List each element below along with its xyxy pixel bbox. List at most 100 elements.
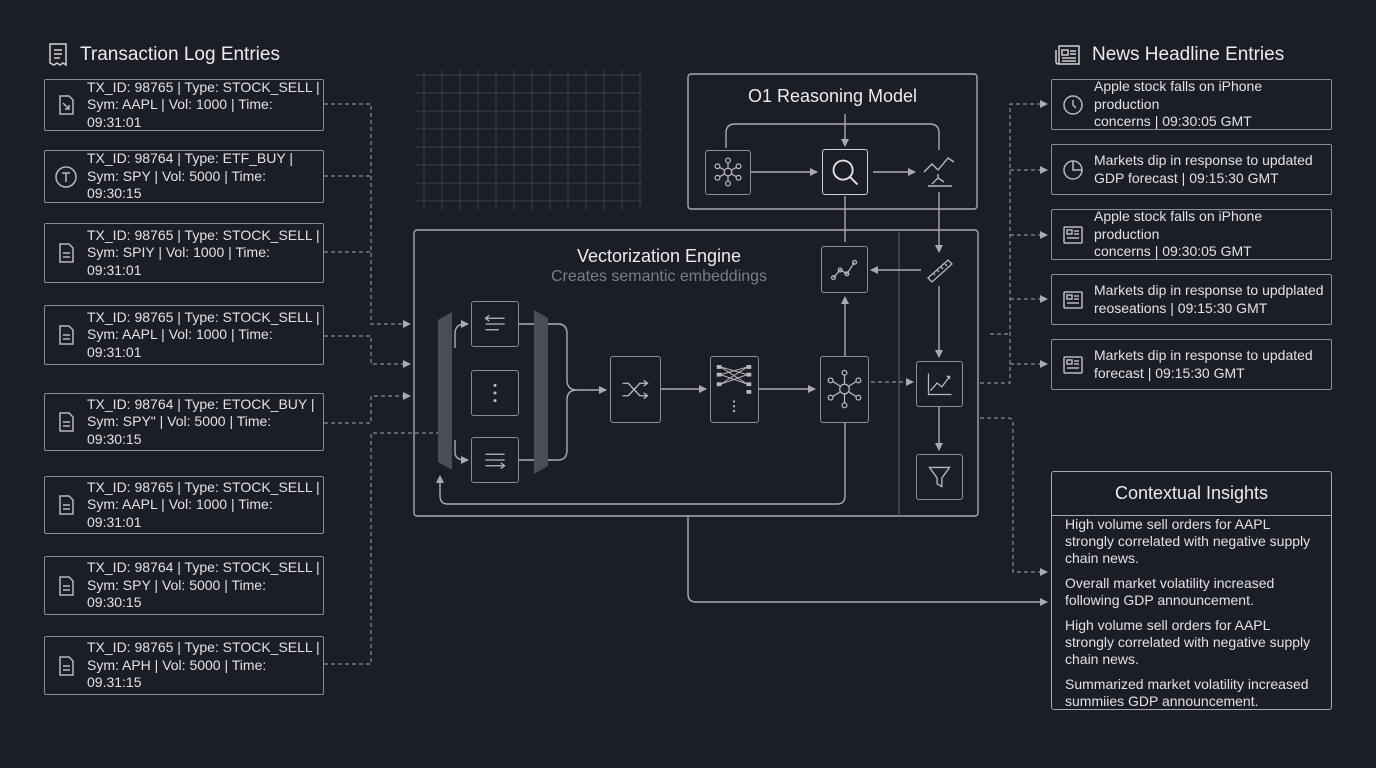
network-icon — [714, 157, 742, 187]
more-vertical-icon — [493, 383, 497, 403]
transaction-line-2: Sym: SPIY | Vol: 1000 | Time: 09:31:01 — [87, 244, 270, 278]
transaction-line-2: Sym: SPY | Vol: 5000 | Time: 09:30:15 — [87, 167, 266, 202]
transaction-line-2: Sym: AAPL | Vol: 1000 | Time: 09:31:01 — [87, 326, 273, 360]
search-icon — [832, 159, 859, 186]
pie-chart-icon — [1063, 159, 1083, 180]
hub-network-icon — [827, 369, 862, 409]
transaction-entry[interactable]: TX_ID: 98765 | Type: STOCK_SELL |Sym: AA… — [44, 476, 324, 534]
transaction-entry[interactable]: TX_ID: 98764 | Type: ETOCK_BUY |Sym: SPY… — [44, 393, 324, 451]
transaction-entry[interactable]: TX_ID: 98765 | Type: STOCK_SELL |Sym: AP… — [44, 636, 324, 695]
transaction-links — [324, 103, 445, 665]
news-links — [980, 100, 1048, 576]
transaction-line-1: TX_ID: 98765 | Type: STOCK_SELL | — [87, 478, 320, 495]
scatter-chart-icon — [830, 259, 858, 281]
insights-title: Contextual Insights — [1052, 472, 1331, 516]
contextual-insights-panel: Contextual Insights High volume sell ord… — [1051, 471, 1332, 710]
insight-item: High volume sell orders for AAPL strongl… — [1065, 516, 1311, 566]
reasoning-flows — [725, 114, 943, 253]
insight-item: High volume sell orders for AAPL strongl… — [1065, 617, 1311, 667]
network-node[interactable] — [705, 150, 751, 195]
document-icon — [59, 655, 74, 676]
shuffle-icon — [622, 379, 649, 400]
neural-layer-icon — [716, 365, 752, 413]
document-icon — [59, 412, 74, 432]
reasoning-model-box — [687, 73, 978, 210]
input-bar-left — [438, 312, 452, 470]
filter-icon — [928, 466, 951, 488]
transaction-line-1: TX_ID: 98764 | Type: STOCK_SELL | — [87, 559, 320, 576]
news-line-2: concerns | 09:30:05 GMT — [1094, 113, 1252, 130]
document-icon — [59, 243, 74, 263]
transaction-line-2: Sym: AAPL | Vol: 1000 | Time: 09:31:01 — [87, 96, 273, 130]
trend-line-icon — [923, 157, 955, 187]
news-line-1: Apple stock falls on iPhone production — [1094, 208, 1263, 242]
transaction-entry[interactable]: TX_ID: 98765 | Type: STOCK_SELL |Sym: SP… — [44, 223, 324, 283]
shuffle-node[interactable] — [610, 356, 661, 423]
input-sort-node[interactable] — [471, 301, 519, 347]
transaction-title-text: Transaction Log Entries — [80, 44, 280, 65]
news-title-text: News Headline Entries — [1092, 44, 1285, 65]
line-chart-node[interactable] — [916, 361, 963, 407]
news-line-1: Markets dip in response to updplated — [1094, 282, 1324, 298]
transaction-line-2: Sym: AAPL | Vol: 1000 | Time: 09:31:01 — [87, 496, 273, 530]
trend-analysis-node[interactable] — [918, 150, 960, 192]
insight-item: Summarized market volatility increased s… — [1065, 676, 1309, 709]
line-chart-icon — [927, 373, 952, 396]
transaction-section-title: Transaction Log Entries — [46, 42, 280, 68]
transaction-entry[interactable]: TX_ID: 98765 | Type: STOCK_SELL |Sym: AA… — [44, 305, 324, 365]
input-bar-right — [534, 310, 548, 474]
ruler-node[interactable] — [922, 254, 956, 286]
transaction-line-1: TX_ID: 98765 | Type: STOCK_SELL | — [87, 639, 320, 656]
insight-item: Overall market volatility increased foll… — [1065, 575, 1275, 608]
vectorization-engine-box — [413, 229, 979, 517]
news-section-title: News Headline Entries — [1054, 42, 1284, 68]
search-node[interactable] — [822, 149, 868, 195]
vectorization-engine-title: Vectorization Engine — [576, 246, 742, 266]
transaction-entry[interactable]: TX_ID: 98764 | Type: STOCK_SELL |Sym: SP… — [44, 556, 324, 615]
newspaper-icon — [1063, 225, 1083, 244]
newspaper-icon — [1063, 290, 1083, 309]
vectorization-engine-subtitle: Creates semantic embeddings — [550, 268, 768, 285]
sort-lines-icon — [484, 314, 505, 331]
transaction-line-1: TX_ID: 98765 | Type: STOCK_SELL | — [87, 78, 320, 95]
news-line-1: Markets dip in response to updated — [1094, 347, 1313, 363]
transaction-line-1: TX_ID: 98764 | Type: ETF_BUY | — [87, 150, 293, 167]
receipt-icon — [49, 43, 67, 67]
ruler-icon — [927, 259, 953, 283]
input-more-node[interactable] — [471, 370, 519, 416]
transaction-line-1: TX_ID: 98764 | Type: ETOCK_BUY | — [87, 395, 315, 412]
transaction-line-1: TX_ID: 98765 | Type: STOCK_SELL | — [87, 308, 320, 325]
input-list-node[interactable] — [471, 437, 519, 483]
news-line-2: concerns | 09:30:05 GMT — [1094, 243, 1252, 260]
document-icon — [59, 495, 74, 515]
filter-node[interactable] — [916, 454, 963, 500]
embedding-network-node[interactable] — [710, 356, 759, 423]
document-icon — [59, 575, 74, 596]
arrow-down-right-doc-icon — [59, 95, 74, 115]
news-line-2: forecast | 09:15:30 GMT — [1094, 364, 1245, 381]
news-line-1: Markets dip in response to updated — [1094, 152, 1313, 168]
transaction-entry[interactable]: TX_ID: 98765 | Type: STOCK_SELL |Sym: AA… — [44, 79, 324, 131]
vectorization-flows — [436, 266, 1048, 606]
scatter-plot-node[interactable] — [821, 246, 868, 293]
news-line-2: GDP forecast | 09:15:30 GMT — [1094, 169, 1279, 186]
news-line-2: reoseations | 09:15:30 GMT — [1094, 299, 1268, 316]
transaction-entry[interactable]: TX_ID: 98764 | Type: ETF_BUY |Sym: SPY |… — [44, 150, 324, 203]
reasoning-model-title: O1 Reasoning Model — [747, 86, 918, 106]
newspaper-icon — [1055, 45, 1080, 65]
t-circle-icon — [55, 165, 77, 188]
newspaper-icon — [1063, 355, 1083, 374]
transaction-line-2: Sym: SPY" | Vol: 5000 | Time: 09:30:15 — [87, 413, 272, 447]
news-line-1: Apple stock falls on iPhone production — [1094, 78, 1263, 112]
transaction-line-2: Sym: SPY | Vol: 5000 | Time: 09:30:15 — [87, 576, 266, 611]
transaction-line-2: Sym: APH | Vol: 5000 | Time: 09.31:15 — [87, 656, 267, 691]
transaction-line-1: TX_ID: 98765 | Type: STOCK_SELL | — [87, 226, 320, 243]
vector-hub-node[interactable] — [820, 356, 869, 423]
clock-icon — [1063, 94, 1083, 115]
